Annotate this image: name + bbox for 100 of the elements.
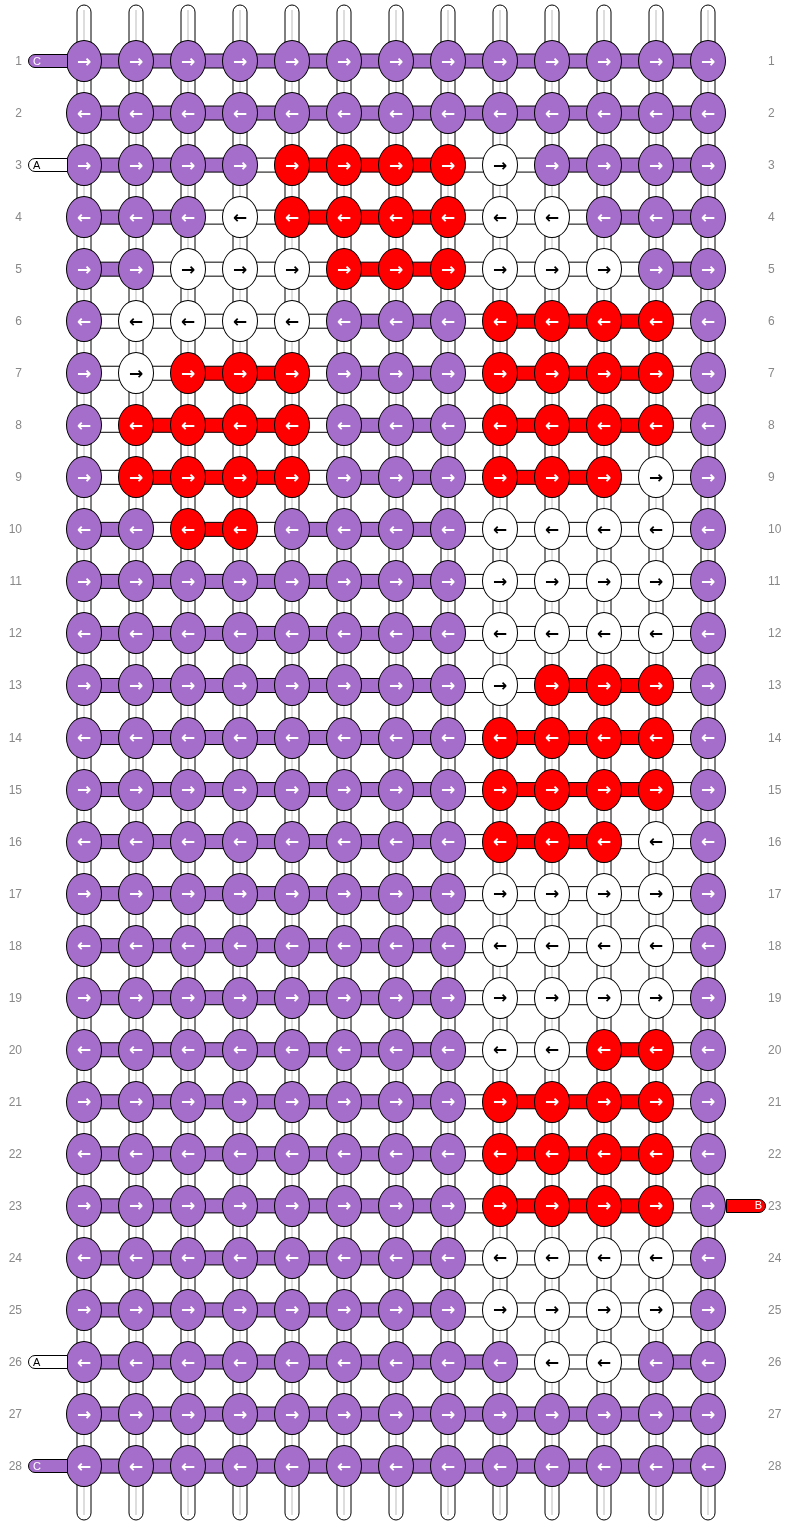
row-number: 17 (768, 887, 783, 900)
knot-oval: ← (326, 612, 362, 655)
knot-oval: ← (222, 508, 258, 551)
knot-oval: ← (66, 404, 102, 447)
knot-oval: ← (430, 92, 466, 135)
knot-oval: → (638, 664, 674, 707)
knot-oval: → (430, 664, 466, 707)
row-number: 18 (7, 939, 22, 952)
row-number: 7 (14, 367, 22, 380)
knot-oval: ← (534, 404, 570, 447)
knot-oval: → (326, 560, 362, 603)
row-number: 14 (768, 731, 783, 744)
knot-oval: ← (638, 1028, 674, 1071)
knot-oval: → (430, 1393, 466, 1436)
knot-oval: → (118, 144, 154, 187)
knot-oval: ← (222, 92, 258, 135)
knot-oval: → (690, 664, 726, 707)
knot-oval: ← (66, 1132, 102, 1175)
knot-oval: → (66, 1080, 102, 1123)
knot-oval: → (222, 1393, 258, 1436)
knot-oval: ← (170, 508, 206, 551)
row-number: 10 (7, 523, 22, 536)
knot-oval: ← (534, 1445, 570, 1488)
knot-oval: ← (378, 92, 414, 135)
knot-oval: ← (430, 1445, 466, 1488)
knot-oval: ← (638, 508, 674, 551)
knot-oval: ← (66, 820, 102, 863)
knot-oval: → (66, 144, 102, 187)
knot-oval: → (66, 456, 102, 499)
row-number: 22 (7, 1147, 22, 1160)
knot-oval: → (326, 456, 362, 499)
knot-oval: → (222, 352, 258, 395)
knot-oval: ← (378, 1445, 414, 1488)
knot-oval: ← (326, 1132, 362, 1175)
knot-oval: → (482, 872, 518, 915)
knot-oval: → (118, 664, 154, 707)
knot-oval: ← (222, 1341, 258, 1383)
knot-oval: ← (326, 1028, 362, 1071)
knot-oval: ← (66, 716, 102, 759)
knot-oval: → (482, 560, 518, 603)
knot-oval: → (586, 40, 622, 82)
knot-oval: ← (326, 92, 362, 135)
knot-oval: ← (118, 924, 154, 967)
knot-oval: → (586, 352, 622, 395)
knot-oval: → (274, 456, 310, 499)
knot-oval: ← (66, 300, 102, 343)
knot-oval: ← (222, 1445, 258, 1488)
knot-oval: → (534, 352, 570, 395)
knot-oval: → (690, 248, 726, 291)
knot-oval: → (586, 560, 622, 603)
knot-oval: → (274, 352, 310, 395)
knot-oval: ← (274, 1132, 310, 1175)
knot-oval: ← (430, 612, 466, 655)
knot-oval: → (482, 976, 518, 1019)
row-number: 9 (768, 471, 776, 484)
knot-oval: ← (638, 820, 674, 863)
row-number: 14 (7, 731, 22, 744)
knot-oval: ← (66, 1028, 102, 1071)
knot-oval: → (118, 872, 154, 915)
knot-oval: → (638, 248, 674, 291)
knot-oval: → (222, 872, 258, 915)
knot-oval: ← (534, 924, 570, 967)
row-number: 26 (7, 1356, 22, 1368)
row-number: 28 (768, 1460, 783, 1473)
knot-oval: ← (274, 508, 310, 551)
row-number: 12 (768, 627, 783, 640)
knot-oval: → (378, 40, 414, 82)
knot-oval: ← (274, 820, 310, 863)
knot-oval: ← (118, 196, 154, 239)
knot-oval: → (170, 352, 206, 395)
knot-oval: ← (378, 612, 414, 655)
knot-oval: → (170, 976, 206, 1019)
knot-oval: ← (326, 508, 362, 551)
knot-oval: ← (534, 716, 570, 759)
knot-oval: → (378, 144, 414, 187)
knot-oval: → (638, 456, 674, 499)
knot-oval: ← (430, 1028, 466, 1071)
knot-oval: → (638, 1184, 674, 1227)
knot-oval: ← (170, 92, 206, 135)
knot-oval: → (118, 248, 154, 291)
knot-oval: → (170, 872, 206, 915)
knot-oval: → (378, 456, 414, 499)
knot-oval: → (534, 872, 570, 915)
row-number: 13 (768, 679, 783, 692)
knot-oval: ← (482, 924, 518, 967)
row-number: 4 (14, 211, 22, 224)
knot-oval: → (430, 456, 466, 499)
knot-oval: ← (482, 1341, 518, 1383)
knot-oval: ← (326, 924, 362, 967)
knot-oval: ← (638, 612, 674, 655)
knot-oval: → (170, 248, 206, 291)
knot-oval: → (326, 664, 362, 707)
knot-oval: → (534, 664, 570, 707)
knot-oval: → (638, 1393, 674, 1436)
knot-oval: ← (378, 300, 414, 343)
knot-oval: → (274, 1080, 310, 1123)
knot-oval: → (586, 872, 622, 915)
row-number: 27 (7, 1408, 22, 1421)
knot-oval: ← (66, 508, 102, 551)
row-number: 16 (768, 835, 783, 848)
